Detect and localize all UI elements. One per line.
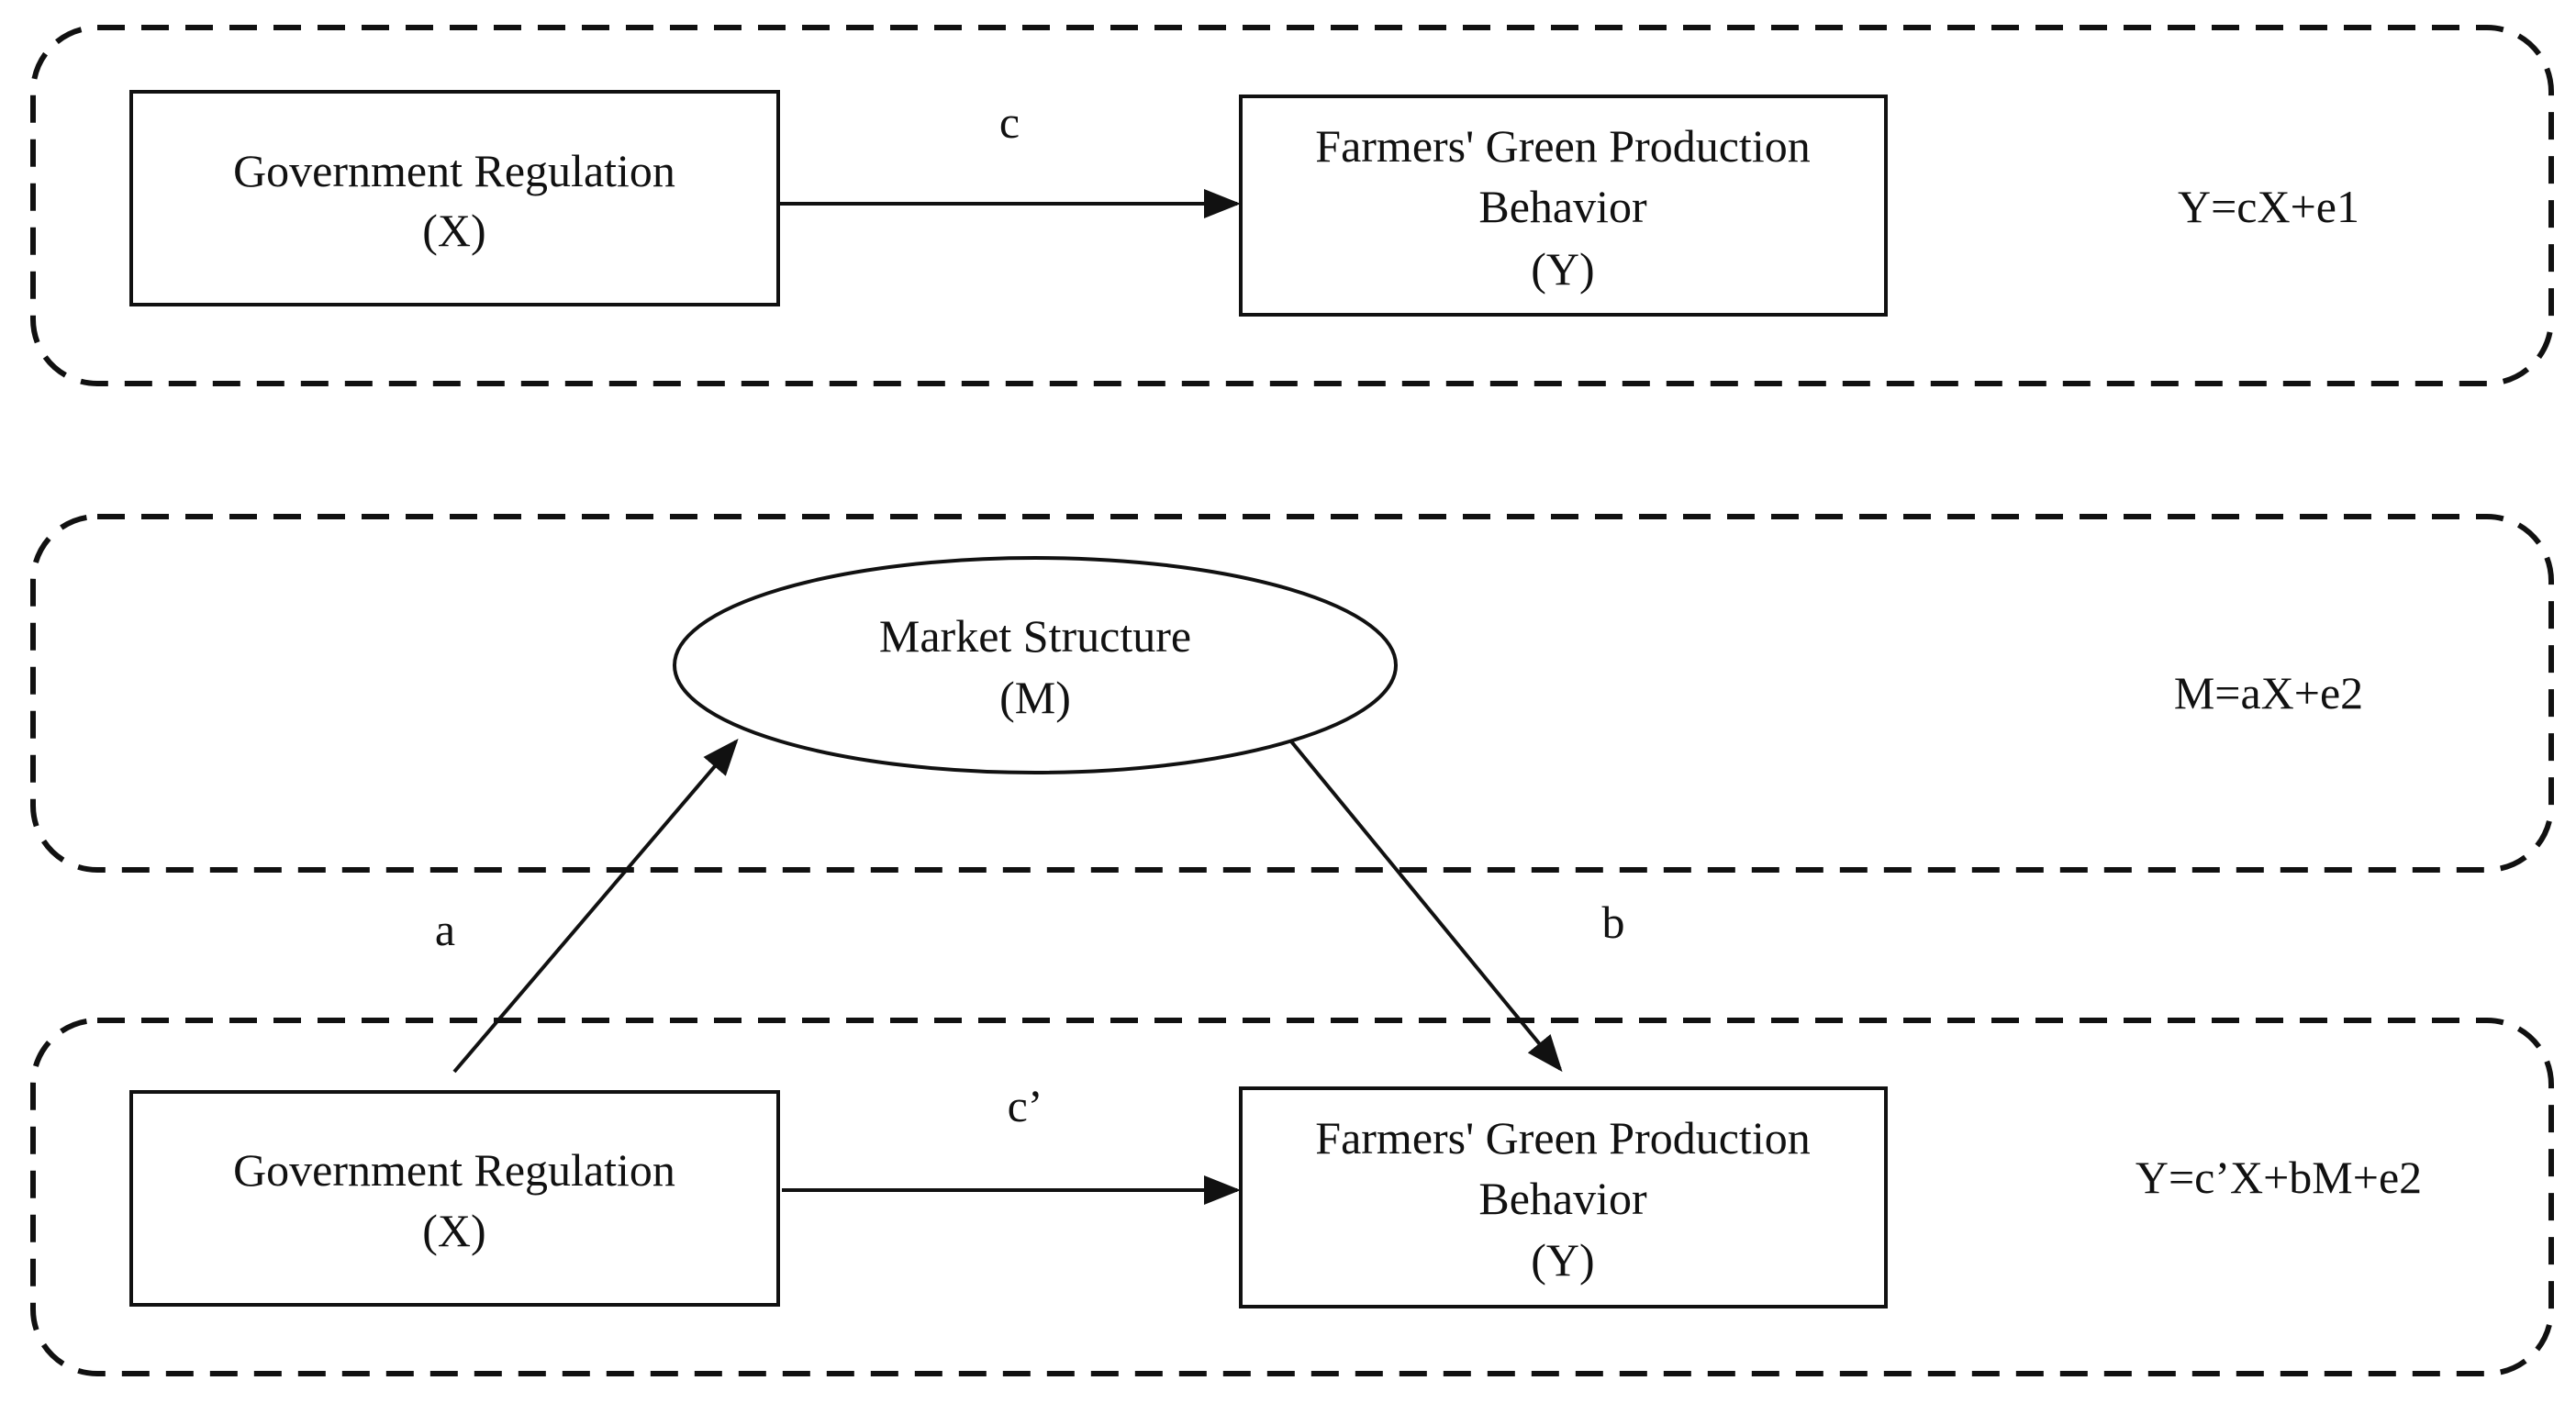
path-a-label: a bbox=[435, 904, 455, 955]
government-regulation-box-top bbox=[129, 90, 780, 306]
market-structure-symbol: (M) bbox=[999, 672, 1071, 723]
total-effect-panel-border bbox=[30, 25, 2554, 386]
direct-effect-panel-border bbox=[30, 1018, 2554, 1376]
farmers-behavior-label-line2-top: Behavior bbox=[1478, 181, 1647, 232]
mediator-panel: Market Structure (M) M=aX+e2 bbox=[30, 514, 2554, 873]
farmers-behavior-box-bottom bbox=[1239, 1086, 1888, 1308]
farmers-behavior-symbol-top: (Y) bbox=[1531, 243, 1594, 295]
government-regulation-node-bottom: Government Regulation (X) bbox=[129, 1090, 780, 1307]
farmers-behavior-symbol-bottom: (Y) bbox=[1531, 1234, 1594, 1286]
government-regulation-node-top: Government Regulation (X) bbox=[129, 90, 780, 306]
farmers-behavior-node-bottom: Farmers' Green Production Behavior (Y) bbox=[1239, 1086, 1888, 1308]
farmers-behavior-box-top bbox=[1239, 95, 1888, 317]
equation-direct-effect: Y=c’X+bM+e2 bbox=[2136, 1152, 2422, 1203]
equation-mediator: M=aX+e2 bbox=[2174, 667, 2363, 718]
market-structure-node: Market Structure (M) bbox=[673, 556, 1398, 774]
farmers-behavior-node-top: Farmers' Green Production Behavior (Y) bbox=[1239, 95, 1888, 317]
government-regulation-box-bottom bbox=[129, 1090, 780, 1307]
path-b-arrow bbox=[1289, 740, 1563, 1073]
mediator-panel-border bbox=[30, 514, 2554, 873]
direct-effect-panel: Government Regulation (X) c’ Farmers' Gr… bbox=[30, 1018, 2554, 1376]
equation-total-effect: Y=cX+e1 bbox=[2178, 181, 2359, 232]
farmers-behavior-label-line1-top: Farmers' Green Production bbox=[1315, 120, 1810, 172]
farmers-behavior-label-line2-bottom: Behavior bbox=[1478, 1173, 1647, 1224]
path-c-label: c bbox=[999, 96, 1020, 148]
market-structure-label: Market Structure bbox=[879, 610, 1191, 662]
government-regulation-symbol-bottom: (X) bbox=[422, 1205, 485, 1256]
government-regulation-label-bottom: Government Regulation bbox=[233, 1144, 675, 1196]
government-regulation-label-top: Government Regulation bbox=[233, 145, 675, 196]
path-c-prime-label: c’ bbox=[1008, 1080, 1043, 1131]
path-b-label: b bbox=[1602, 896, 1625, 948]
market-structure-ellipse bbox=[673, 556, 1398, 774]
path-a-arrow bbox=[452, 738, 739, 1074]
total-effect-panel: Government Regulation (X) c Farmers' Gre… bbox=[30, 25, 2554, 386]
farmers-behavior-label-line1-bottom: Farmers' Green Production bbox=[1315, 1112, 1810, 1164]
government-regulation-symbol-top: (X) bbox=[422, 205, 485, 256]
